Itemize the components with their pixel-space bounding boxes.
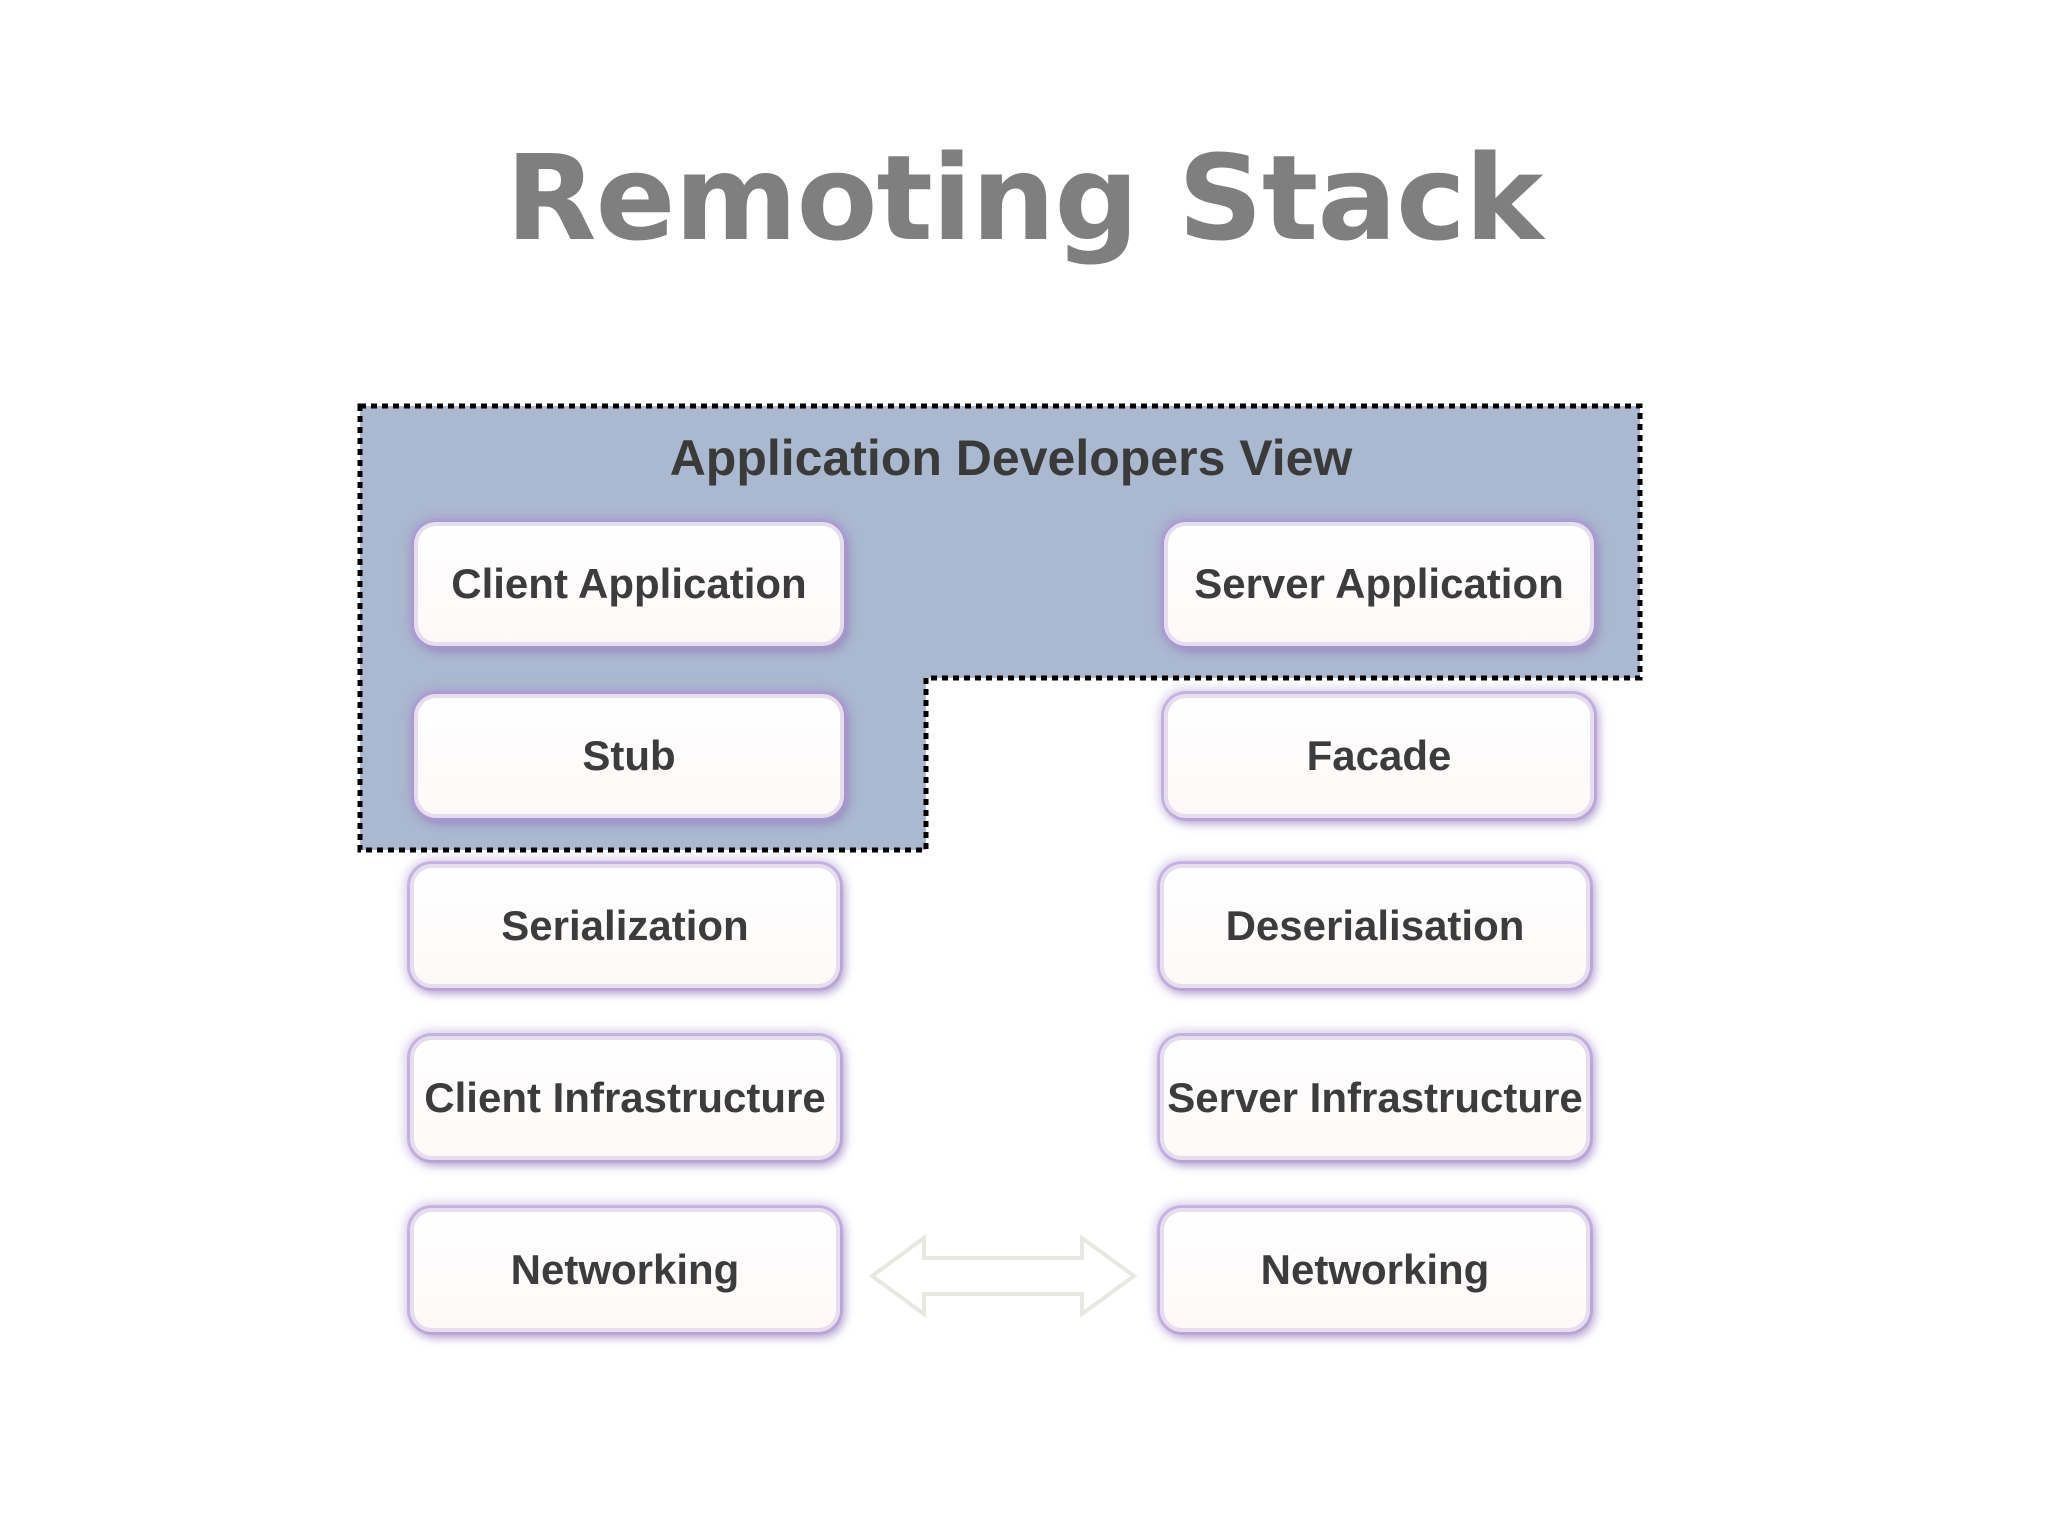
server-networking-box: Networking xyxy=(1160,1208,1590,1332)
deserialisation-label: Deserialisation xyxy=(1225,902,1525,949)
stub-label: Stub xyxy=(582,732,676,779)
server-infrastructure-box: Server Infrastructure xyxy=(1160,1036,1590,1160)
slide-title: Remoting Stack xyxy=(505,129,1544,267)
server-networking-label: Networking xyxy=(1260,1246,1490,1293)
client-application-label: Client Application xyxy=(451,560,807,607)
serialization-label: Serialization xyxy=(501,902,749,949)
server-infrastructure-label: Server Infrastructure xyxy=(1167,1074,1583,1121)
server-application-box: Server Application xyxy=(1164,522,1594,646)
facade-label: Facade xyxy=(1306,732,1452,779)
deserialisation-box: Deserialisation xyxy=(1160,864,1590,988)
client-networking-box: Networking xyxy=(410,1208,840,1332)
developers-view-label: Application Developers View xyxy=(669,430,1353,486)
client-infrastructure-label: Client Infrastructure xyxy=(424,1074,826,1121)
client-application-box: Client Application xyxy=(414,522,844,646)
stub-box: Stub xyxy=(414,694,844,818)
client-networking-label: Networking xyxy=(510,1246,740,1293)
client-infrastructure-box: Client Infrastructure xyxy=(410,1036,840,1160)
facade-box: Facade xyxy=(1164,694,1594,818)
serialization-box: Serialization xyxy=(410,864,840,988)
double-arrow-icon xyxy=(868,1234,1138,1318)
server-application-label: Server Application xyxy=(1194,560,1564,607)
